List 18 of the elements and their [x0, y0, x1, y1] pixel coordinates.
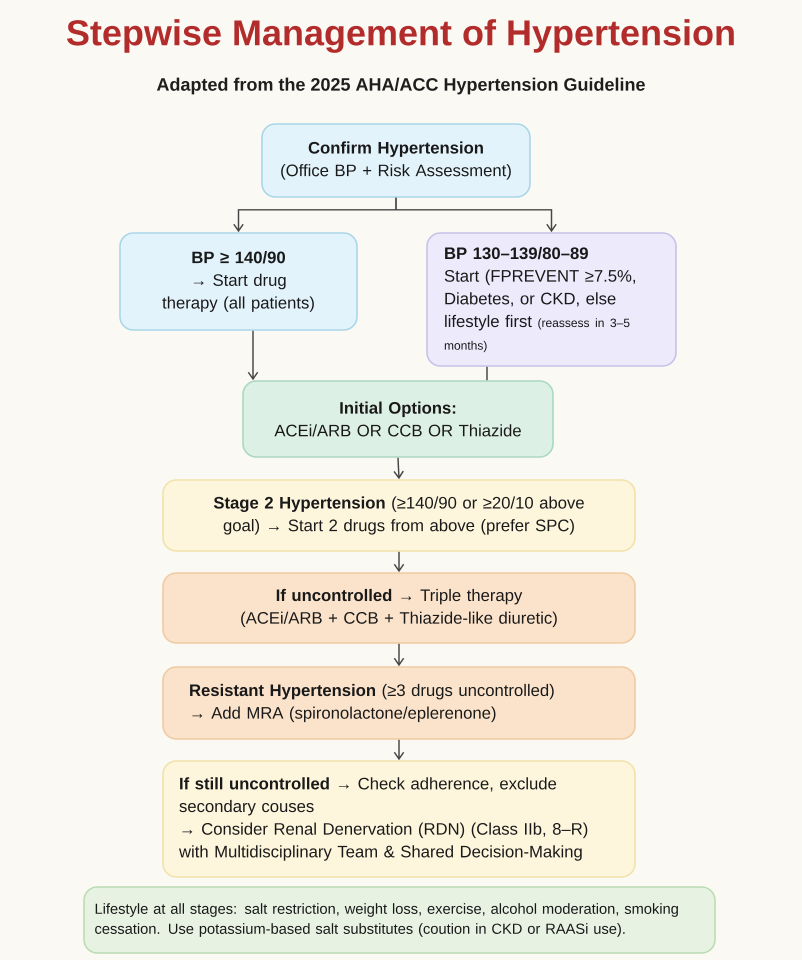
arrow: [394, 552, 404, 572]
arrow: [393, 458, 404, 480]
process-box: BP ≥ 140/90 → Start drug therapy (all patients): [119, 232, 358, 331]
process-box: Stage 2 Hypertension (≥140/90 or ≥20/10 above goal) → Start 2 drugs from above (prefer SPC): [162, 479, 636, 552]
arrow: [394, 644, 404, 666]
subtitle: Adapted from the 2025 AHA/ACC Hypertension Guideline: [156, 78, 645, 94]
note-box: Lifestyle at all stages: salt restriction, weight loss, exercise, alcohol moderation, smoking cessation. Use potassium-based salt substitutes (coution in CKD or RAASi use).: [83, 886, 716, 954]
process-box: If uncontrolled → Triple therapy (ACEi/ARB + CCB + Thiazide-like diuretic): [162, 572, 636, 644]
connector-line: [486, 366, 488, 380]
arrow: [248, 330, 258, 380]
process-box: Initial Options: ACEi/ARB OR CCB OR Thiazide: [242, 380, 554, 458]
title: Stepwise Management of Hypertension: [66, 19, 734, 53]
process-box: Resistant Hypertension (≥3 drugs uncontrolled) → Add MRA (spironolactone/eplerenone): [162, 666, 636, 740]
arrow: [394, 740, 404, 760]
arrow: [395, 198, 557, 232]
process-box: BP 130–139/80–89 Start (FPREVENT ≥7.5%, Diabetes, or CKD, else lifestyle first (reassess in 3–5 months): [426, 232, 677, 367]
process-box: Confirm Hypertension (Office BP + Risk Assessment): [261, 123, 531, 198]
process-box: If still uncontrolled → Check adherence, exclude secondary couses → Consider Renal Denervation (RDN) (Class IIb, 8–R) with Multidisciplinary Team & Shared Decision-Making: [162, 760, 636, 878]
